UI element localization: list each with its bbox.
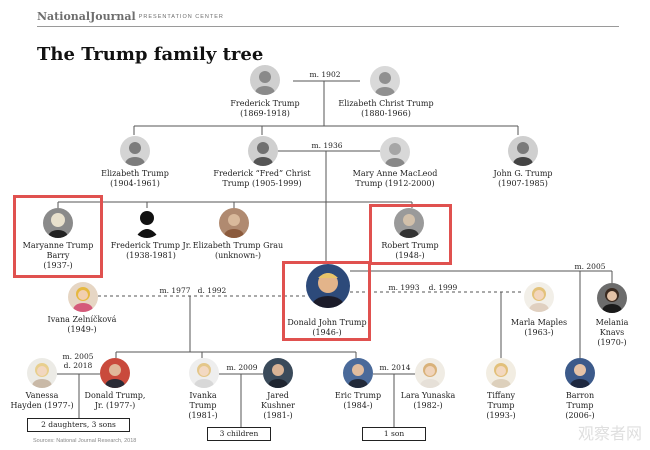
person-ivana: Ivana Zelníčková(1949-) (47, 315, 117, 334)
person-elizabeth-grau: Elizabeth Trump Grau(unknown-) (192, 241, 284, 260)
person-frederick: Frederick Trump(1869-1918) (230, 99, 300, 118)
person-eric: Eric Trump(1984-) (334, 391, 382, 410)
marriage-label-1993: m. 1993 (388, 283, 420, 292)
portrait-elizabeth-christ (370, 66, 400, 96)
brand-suffix: PRESENTATION CENTER (138, 14, 224, 20)
portrait-barron (565, 358, 595, 388)
portrait-mary (380, 137, 410, 167)
watermark: 观察者网 (577, 424, 642, 443)
person-john: John G. Trump(1907-1985) (493, 169, 553, 188)
marriage-label-2014: m. 2014 (379, 363, 411, 372)
portrait-frederick (250, 65, 280, 95)
children-box-donald-jr: 2 daughters, 3 sons (27, 418, 130, 432)
portrait-ivanka (189, 358, 219, 388)
portrait-tiffany (486, 358, 516, 388)
portrait-jared (263, 358, 293, 388)
person-lara: Lara Yunaska(1982-) (400, 391, 456, 410)
children-box-ivanka: 3 children (207, 427, 271, 441)
header-divider (37, 26, 619, 27)
portrait-john (508, 136, 538, 166)
person-marla: Marla Maples(1963-) (510, 318, 568, 337)
portrait-melania (597, 283, 627, 313)
person-elizabeth: Elizabeth Trump(1904-1961) (101, 169, 169, 188)
highlight-maryanne (13, 195, 103, 278)
portrait-robert (394, 208, 424, 238)
portrait-vanessa (27, 358, 57, 388)
portrait-eric (343, 358, 373, 388)
children-box-eric: 1 son (362, 427, 426, 441)
person-elizabeth-christ: Elizabeth Christ Trump(1880-1966) (338, 99, 434, 118)
source-note: Sources: National Journal Research, 2018 (33, 438, 137, 444)
highlight-robert (369, 204, 452, 265)
marriage-label-2009: m. 2009 (226, 363, 258, 372)
brand-name: NationalJournal (37, 10, 136, 23)
portrait-elizabeth-grau (219, 208, 249, 238)
portrait-elizabeth (120, 136, 150, 166)
page-title: The Trump family tree (37, 44, 264, 65)
divorce-label-1999: d. 1999 (428, 283, 458, 292)
person-robert: Robert Trump(1948-) (381, 241, 439, 260)
person-fred-jr: Frederick Trump Jr.(1938-1981) (110, 241, 192, 260)
marriage-label-2005-melania: m. 2005 (574, 262, 606, 271)
marriage-label-1902: m. 1902 (309, 70, 341, 79)
portrait-ivana (68, 282, 98, 312)
person-donald-jr: Donald Trump,Jr. (1977-) (84, 391, 146, 410)
portrait-donald-jr (100, 358, 130, 388)
marriage-label-1977: m. 1977 (159, 286, 191, 295)
portrait-lara (415, 358, 445, 388)
person-donald: Donald John Trump(1946-) (287, 318, 367, 337)
portrait-fred (248, 136, 278, 166)
silhouette-icon (132, 208, 162, 238)
marriage-label-1936: m. 1936 (311, 141, 343, 150)
portrait-maryanne (43, 208, 73, 238)
portrait-marla (524, 282, 554, 312)
portrait-donald (306, 264, 350, 308)
highlight-donald (282, 261, 371, 341)
divorce-label-1992: d. 1992 (197, 286, 227, 295)
